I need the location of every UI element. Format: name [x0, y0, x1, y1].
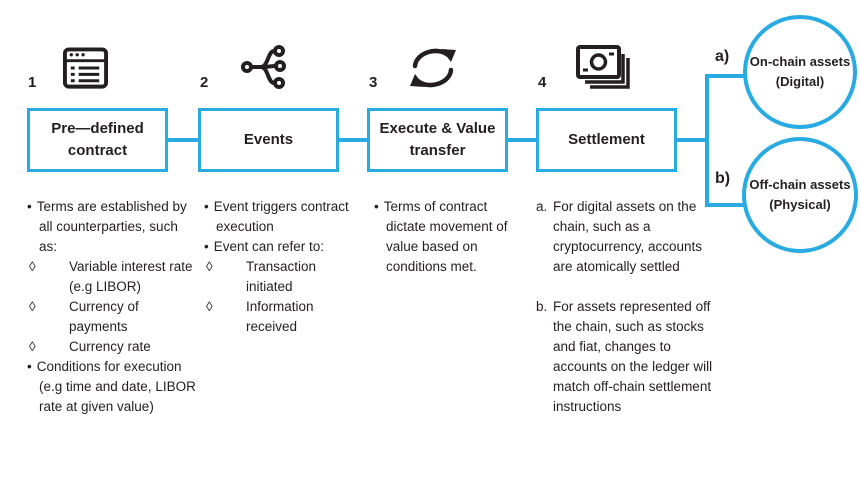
details-predefined-contract: • Terms are established by all counterpar… — [27, 197, 199, 417]
list-item-text: Event can refer to: — [213, 239, 325, 254]
step-4-number: 4 — [538, 74, 547, 91]
list-item-text: Information received — [246, 299, 314, 334]
list-item: • Conditions for execution (e.g time and … — [27, 357, 199, 417]
branch-label-b: b) — [715, 170, 731, 187]
list-item: • Terms of contract dictate movement of v… — [374, 197, 522, 277]
letter-marker: a. — [536, 199, 548, 214]
bullet-marker: • — [374, 199, 379, 214]
banknotes-icon — [576, 45, 634, 92]
connector-line-settlement-bracket — [676, 138, 709, 142]
outcome-circle-on-chain: On-chain assets (Digital) — [743, 15, 857, 129]
list-item: • Terms are established by all counterpar… — [27, 197, 199, 257]
list-item-text: Event triggers contract execution — [213, 199, 349, 234]
list-item: ◊ Currency rate — [27, 337, 199, 357]
step-1-number: 1 — [28, 74, 37, 91]
diamond-marker: ◊ — [29, 339, 36, 354]
outcome-circle-subtitle: (Physical) — [769, 197, 831, 212]
step-box-title: Settlement — [568, 131, 645, 149]
branch-label-a: a) — [715, 48, 730, 65]
list-item-text: Conditions for execution (e.g time and d… — [36, 359, 196, 414]
bullet-marker: • — [204, 239, 209, 254]
list-item-text: Terms of contract dictate movement of va… — [383, 199, 508, 274]
step-box-predefined-contract: Pre—defined contract — [27, 108, 168, 172]
list-item: ◊ Information received — [204, 297, 360, 337]
connector-line-3-4 — [508, 138, 536, 142]
bullet-marker: • — [204, 199, 209, 214]
step-box-events: Events — [198, 108, 339, 172]
outcome-circle-subtitle: (Digital) — [775, 74, 825, 89]
details-execute-value-transfer: • Terms of contract dictate movement of v… — [374, 197, 522, 277]
list-item-text: Currency of payments — [69, 299, 139, 334]
list-item-text: Transaction initiated — [246, 259, 317, 294]
list-item-text: Terms are established by all counterpart… — [36, 199, 187, 254]
list-item: a. For digital assets on the chain, such … — [536, 197, 720, 277]
details-settlement: a. For digital assets on the chain, such … — [536, 197, 720, 417]
outcome-circle-off-chain: Off-chain assets (Physical) — [742, 137, 858, 253]
bracket-branch-bottom — [705, 203, 744, 207]
step-box-execute-value-transfer: Execute & Value transfer — [367, 108, 508, 172]
list-item: ◊ Transaction initiated — [204, 257, 360, 297]
list-item: • Event triggers contract execution — [204, 197, 360, 237]
step-2-number: 2 — [200, 74, 209, 91]
bracket-vertical-line — [705, 74, 709, 207]
step-box-settlement: Settlement — [536, 108, 677, 172]
list-item: • Event can refer to: — [204, 237, 360, 257]
diamond-marker: ◊ — [206, 259, 213, 274]
connector-line-2-3 — [339, 138, 367, 142]
outcome-circle-title: On-chain assets — [749, 53, 851, 69]
diamond-marker: ◊ — [206, 299, 213, 314]
list-item: ◊ Currency of payments — [27, 297, 199, 337]
outcome-circle-title: Off-chain assets — [749, 176, 851, 192]
step-box-title: Execute & Value transfer — [379, 120, 496, 159]
diamond-marker: ◊ — [29, 299, 36, 314]
list-item-text: Currency rate — [69, 339, 151, 354]
list-item-text: For assets represented off the chain, su… — [553, 299, 713, 414]
list-item-text: For digital assets on the chain, such as… — [553, 199, 703, 274]
connector-line-1-2 — [168, 138, 198, 142]
bracket-branch-top — [705, 74, 744, 78]
step-3-number: 3 — [369, 74, 378, 91]
bullet-marker: • — [27, 199, 32, 214]
step-box-title: Pre—defined contract — [51, 120, 144, 159]
list-item: b. For assets represented off the chain, … — [536, 297, 720, 417]
list-item: ◊ Variable interest rate (e.g LIBOR) — [27, 257, 199, 297]
step-box-title: Events — [243, 131, 294, 149]
cycle-arrows-icon — [404, 44, 462, 92]
diamond-marker: ◊ — [29, 259, 36, 274]
contract-window-icon — [62, 46, 109, 90]
details-events: • Event triggers contract execution • Even… — [204, 197, 360, 337]
list-item-text: Variable interest rate (e.g LIBOR) — [69, 259, 193, 294]
letter-marker: b. — [536, 299, 548, 314]
bullet-marker: • — [27, 359, 32, 374]
branch-network-icon — [241, 44, 287, 90]
